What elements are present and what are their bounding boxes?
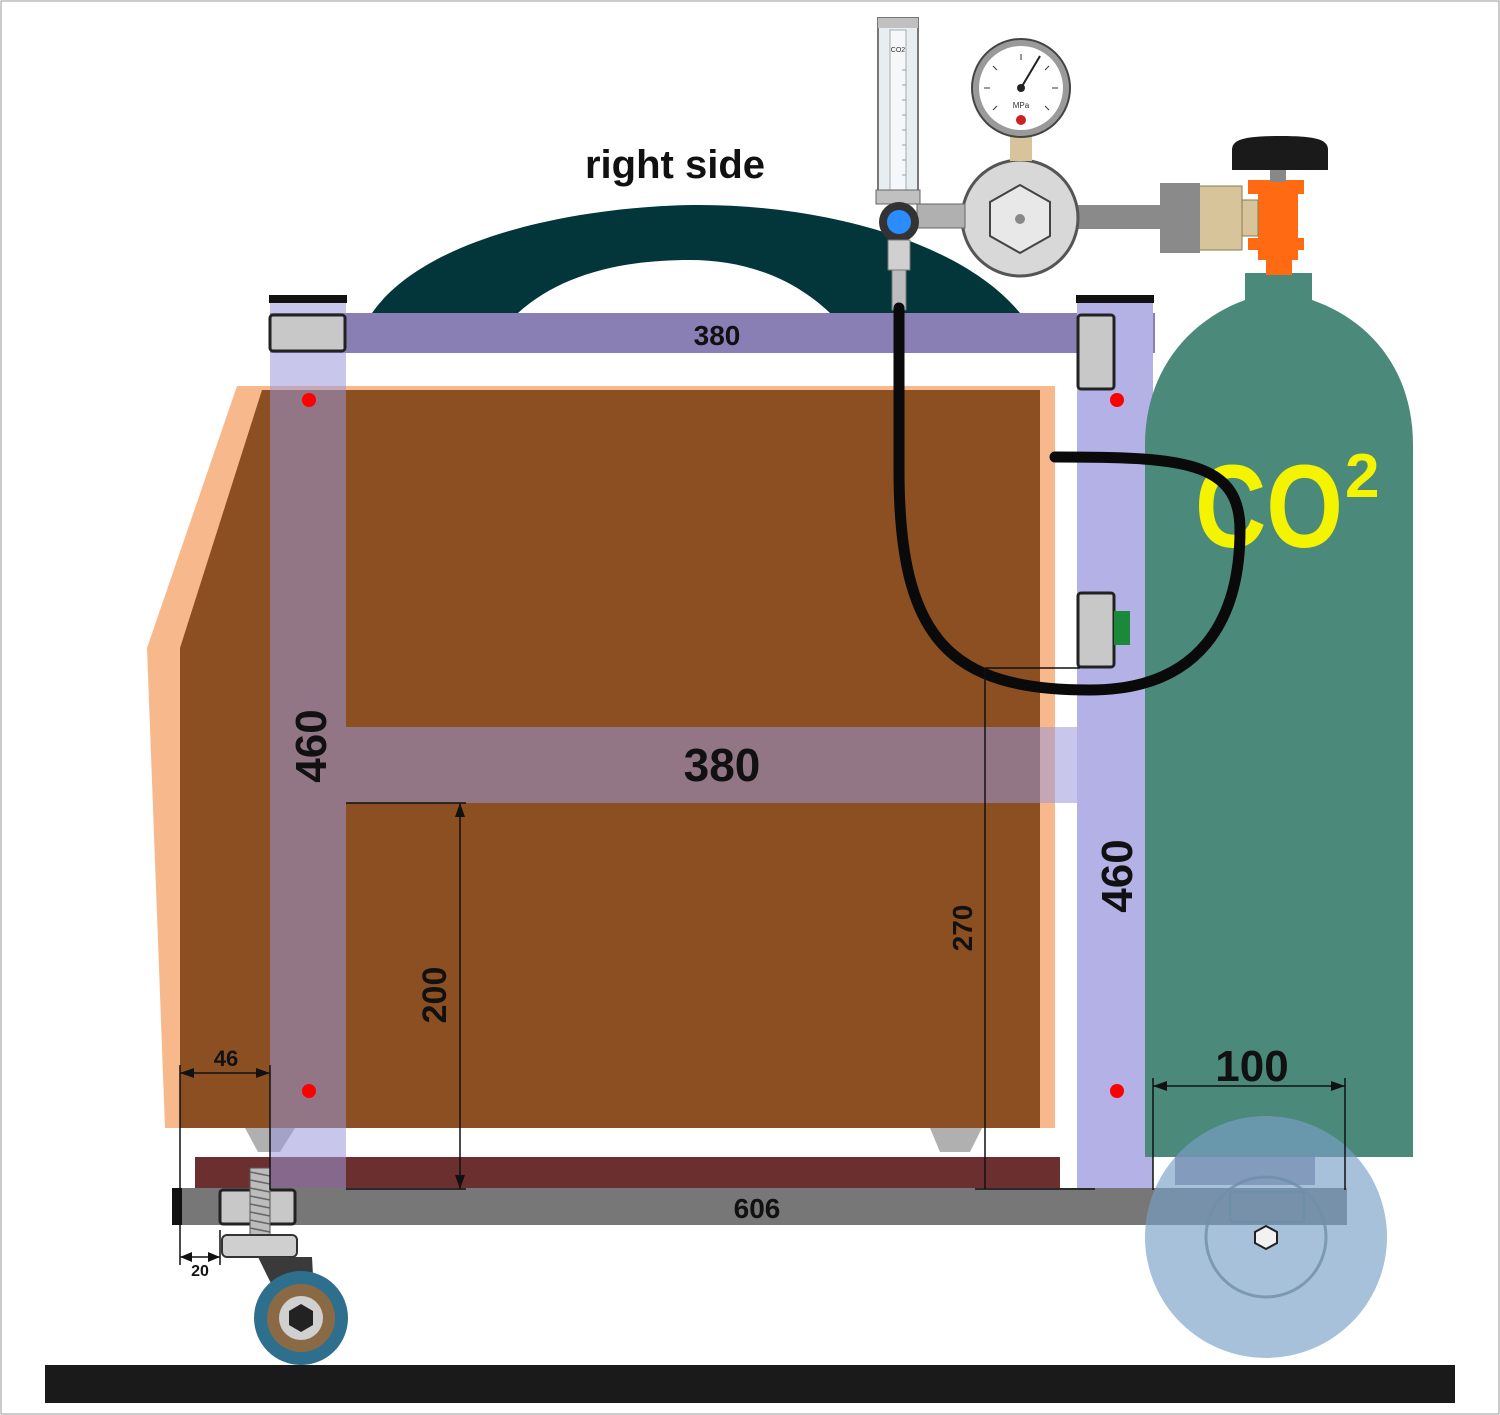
brass-nut <box>1241 199 1259 237</box>
dimension-lines <box>179 667 1346 1265</box>
green-latch <box>1114 611 1130 645</box>
dimension-arrows <box>180 803 1345 1262</box>
dim-top-rail: 380 <box>694 320 741 351</box>
flowmeter-glass <box>889 29 907 191</box>
regulator-inlet-pipe <box>1078 205 1162 229</box>
large-wheel-nut <box>1254 1224 1278 1251</box>
gauge-logo-mark <box>1016 115 1026 125</box>
flowmeter-scale <box>902 69 906 176</box>
flowmeter-outlet <box>887 239 911 271</box>
dim-overhang: 46 <box>214 1046 238 1071</box>
welder-handle <box>372 205 1020 313</box>
right-post <box>1077 300 1153 1190</box>
pressure-gauge-ticks <box>984 54 1058 111</box>
gauge-unit: MPa <box>1013 101 1030 110</box>
brass-fitting <box>1197 185 1243 251</box>
valve-stem <box>1270 168 1286 182</box>
bolt-marker <box>302 1084 316 1098</box>
pressure-gauge-needle <box>1020 55 1041 89</box>
mid-right-bracket <box>1076 591 1116 669</box>
dim-wheel-offset: 20 <box>191 1263 209 1280</box>
bolt-marker <box>302 393 316 407</box>
top-rail <box>270 313 1155 353</box>
dim-shelf-height: 200 <box>416 967 454 1024</box>
floor <box>45 1365 1455 1403</box>
dim-left-post: 460 <box>287 709 336 782</box>
gas-cylinder <box>1145 273 1413 1157</box>
middle-rail <box>346 727 1077 803</box>
large-wheel-hub-ring <box>1204 1175 1328 1299</box>
dim-middle-rail: 380 <box>684 739 761 791</box>
bolt-marker <box>1110 1084 1124 1098</box>
right-post-cap <box>1076 295 1154 303</box>
left-post <box>270 300 346 1190</box>
rod-threads <box>249 1171 271 1233</box>
pressure-gauge-pivot <box>1017 84 1025 92</box>
gauge-stem <box>1010 135 1032 161</box>
top-right-bracket <box>1076 313 1116 391</box>
dim-base-length: 606 <box>734 1193 781 1224</box>
bolt-marker <box>1110 393 1124 407</box>
large-wheel-bracket <box>1228 1190 1306 1224</box>
left-post-cap <box>269 295 347 303</box>
flowmeter-knob[interactable] <box>887 210 911 234</box>
flowmeter-label: CO2 <box>891 47 906 54</box>
dim-right-post: 460 <box>1093 839 1142 912</box>
caster-plate <box>221 1234 298 1258</box>
valve-collar-bottom <box>1248 238 1304 250</box>
flowmeter-cap <box>878 18 918 28</box>
dim-hose-drop: 270 <box>947 905 978 952</box>
dim-cylinder-space: 100 <box>1215 1042 1288 1091</box>
valve-collar-top <box>1248 180 1304 194</box>
flowmeter-connector <box>916 203 966 229</box>
regulator-inlet-nut <box>1160 183 1200 253</box>
base-bar-end-cap <box>172 1188 182 1225</box>
diagram-title: right side <box>585 143 765 187</box>
top-left-bracket <box>268 313 347 353</box>
flowmeter-base <box>875 189 921 205</box>
regulator-screw <box>1015 214 1025 224</box>
valve-knob <box>1232 136 1328 170</box>
cylinder-label-superscript: 2 <box>1345 442 1379 511</box>
welder-foot-right <box>930 1128 982 1152</box>
caster-threaded-rod <box>249 1167 271 1239</box>
gas-hose <box>893 302 1246 696</box>
caster-axle-nut <box>289 1304 313 1332</box>
cylinder-label: CO <box>1195 441 1343 573</box>
